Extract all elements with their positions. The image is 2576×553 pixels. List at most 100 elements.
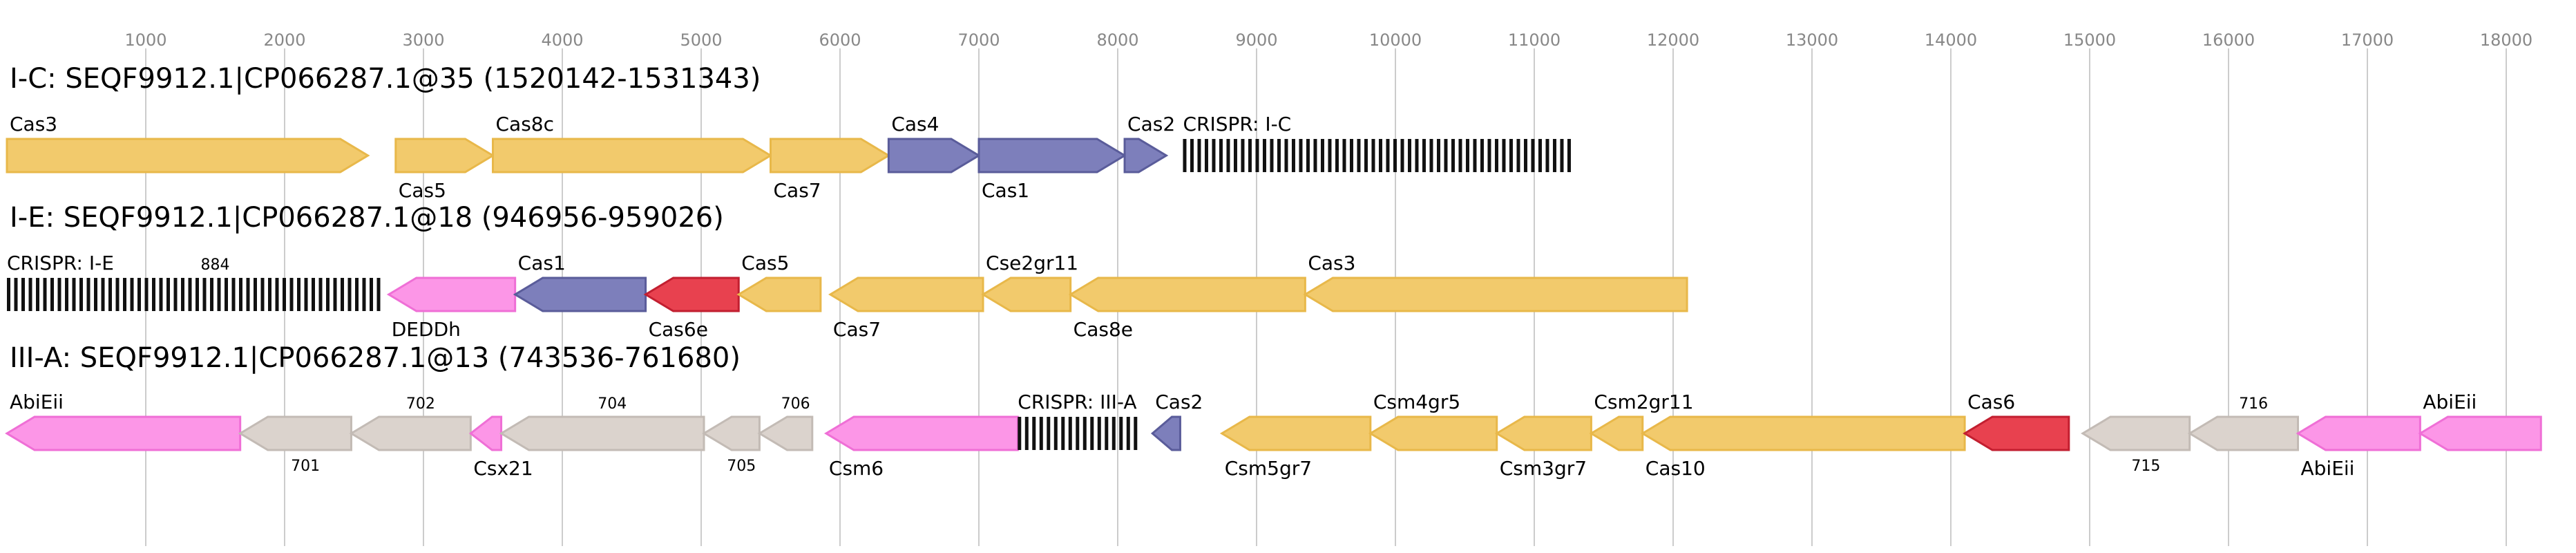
- axis-tick-label: 15000: [2063, 30, 2116, 50]
- axis-tick-label: 1000: [124, 30, 166, 50]
- crispr-repeat: [326, 278, 330, 311]
- crispr-repeat: [1451, 139, 1455, 172]
- crispr-repeat: [1313, 139, 1317, 172]
- crispr-repeat: [254, 278, 257, 311]
- gene-arrow-yellow: [1068, 276, 1306, 312]
- gene-label: Cas2: [1155, 391, 1203, 413]
- crispr-repeat: [1306, 139, 1310, 172]
- axis-tick-label: 16000: [2202, 30, 2255, 50]
- gene-label: Cas8e: [1074, 318, 1133, 341]
- crispr-repeat: [1567, 139, 1571, 172]
- gene-arrow-pink: [468, 415, 503, 451]
- track-layer: I-C: SEQF9912.1|CP066287.1@35 (1520142-1…: [5, 63, 2542, 480]
- gene-arrow-gray: [702, 415, 761, 451]
- crispr-repeat: [1204, 139, 1208, 172]
- crispr-repeat: [14, 278, 18, 311]
- crispr-repeat: [1134, 417, 1138, 450]
- gene-label: Cas10: [1645, 457, 1706, 480]
- crispr-repeat: [1105, 417, 1109, 450]
- crispr-repeat: [21, 278, 25, 311]
- gene-arrow-blue: [513, 276, 647, 312]
- crispr-repeat: [1422, 139, 1426, 172]
- gene-arrow-yellow: [1303, 276, 1688, 312]
- element-note-label: 884: [201, 256, 230, 274]
- gene-label: Csx21: [473, 457, 533, 480]
- axis-tick-label: 12000: [1647, 30, 1699, 50]
- crispr-repeat: [166, 278, 170, 311]
- crispr-repeat: [333, 278, 337, 311]
- gene-label: Csm2gr11: [1594, 391, 1693, 413]
- crispr-repeat: [1364, 139, 1368, 172]
- crispr-repeat: [246, 278, 250, 311]
- gene-arrow-yellow: [981, 276, 1072, 312]
- axis-tick-label: 7000: [957, 30, 1000, 50]
- axis-tick-label: 6000: [819, 30, 861, 50]
- gene-arrow-gray: [238, 415, 352, 451]
- crispr-repeat: [28, 278, 32, 311]
- crispr-repeat: [115, 278, 120, 311]
- gene-arrow-yellow: [770, 138, 891, 174]
- crispr-repeat: [1560, 139, 1564, 172]
- crispr-repeat: [1233, 139, 1237, 172]
- gene-label: Csm6: [829, 457, 884, 480]
- gene-label: Cas5: [399, 179, 446, 202]
- crispr-repeat: [1226, 139, 1230, 172]
- crispr-repeat: [137, 278, 141, 311]
- gene-label: Cas6: [1967, 391, 2015, 413]
- gene-arrow-gray: [757, 415, 814, 451]
- crispr-repeat: [1545, 139, 1549, 172]
- crispr-repeat: [1197, 139, 1201, 172]
- crispr-repeat: [1458, 139, 1462, 172]
- crispr-repeat: [210, 278, 213, 311]
- crispr-repeat: [1509, 139, 1513, 172]
- gene-label: 716: [2239, 395, 2268, 413]
- crispr-repeat: [123, 278, 126, 311]
- crispr-repeat: [1378, 139, 1382, 172]
- crispr-repeat: [362, 278, 366, 311]
- crispr-repeat: [217, 278, 221, 311]
- gene-label: Cse2gr11: [986, 252, 1078, 274]
- gene-arrow-pink: [823, 415, 1019, 451]
- gene-label: Cas7: [774, 179, 821, 202]
- gene-arrow-yellow: [1219, 415, 1372, 451]
- gene-label: Csm5gr7: [1225, 457, 1312, 480]
- gene-arrow-blue: [1123, 138, 1169, 174]
- gene-arrow-pink: [2418, 415, 2542, 451]
- gene-arrow-gray: [2081, 415, 2191, 451]
- gene-arrow-red: [643, 276, 740, 312]
- crispr-repeat: [1328, 139, 1332, 172]
- axis-tick-label: 13000: [1786, 30, 1838, 50]
- gene-arrow-yellow: [736, 276, 822, 312]
- crispr-repeat: [101, 278, 105, 311]
- gene-label: Cas2: [1127, 113, 1175, 135]
- gene-arrow-blue: [977, 138, 1127, 174]
- crispr-repeat: [1357, 139, 1361, 172]
- gene-label: AbiEii: [2301, 457, 2355, 480]
- track-title: I-E: SEQF9912.1|CP066287.1@18 (946956-95…: [10, 202, 724, 234]
- gene-label: 702: [406, 395, 435, 413]
- gene-arrow-yellow: [1368, 415, 1498, 451]
- crispr-repeat: [1047, 417, 1051, 450]
- crispr-repeat: [1487, 139, 1491, 172]
- gene-arrow-yellow: [828, 276, 984, 312]
- crispr-label: CRISPR: III-A: [1018, 391, 1136, 413]
- gene-label: 705: [727, 458, 756, 475]
- crispr-repeat: [1494, 139, 1498, 172]
- crispr-repeat: [1119, 417, 1123, 450]
- crispr-repeat: [72, 278, 76, 311]
- crispr-repeat: [50, 278, 54, 311]
- gene-label: Cas1: [518, 252, 566, 274]
- crispr-repeat: [355, 278, 359, 311]
- crispr-repeat: [1523, 139, 1527, 172]
- crispr-repeat: [312, 278, 315, 311]
- track-0: I-C: SEQF9912.1|CP066287.1@35 (1520142-1…: [6, 63, 1571, 202]
- crispr-repeat: [1248, 139, 1252, 172]
- axis-tick-label: 8000: [1096, 30, 1138, 50]
- crispr-repeat: [1076, 417, 1080, 450]
- gene-label: 701: [291, 458, 320, 475]
- gene-label: 706: [781, 395, 810, 413]
- gene-arrow-yellow: [6, 138, 370, 174]
- crispr-repeat: [1241, 139, 1245, 172]
